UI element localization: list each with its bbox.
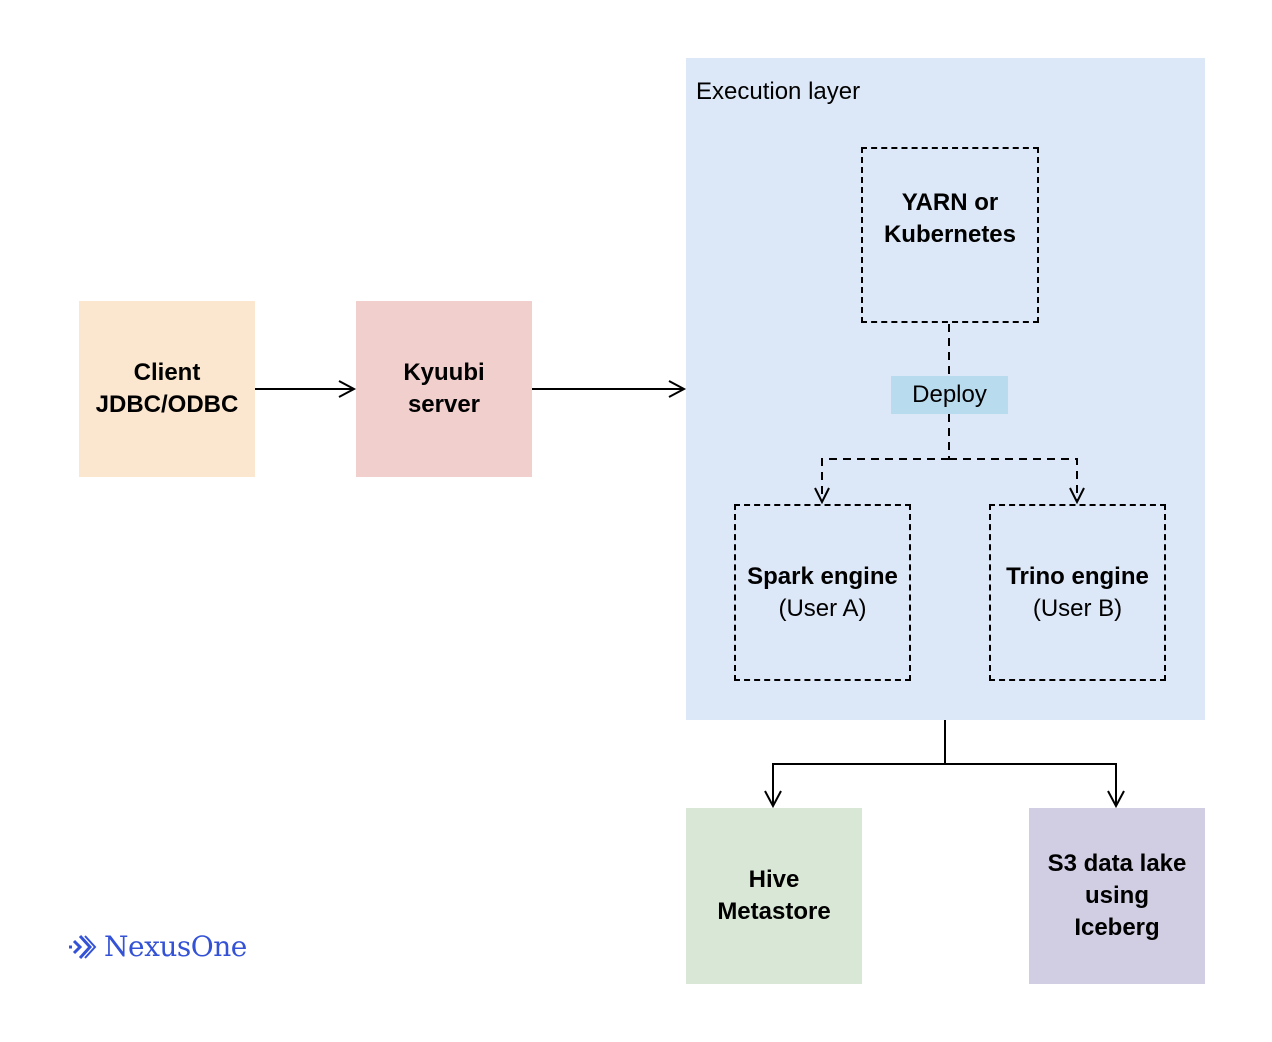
brand-name: NexusOne [104,930,247,963]
client-line-1: Client [133,359,201,386]
orchestrator-line-2: Kubernetes [883,221,1017,248]
trino-engine-node: Trino engine (User B) [989,504,1166,681]
s3-line-1: S3 data lake [1047,850,1187,877]
kyuubi-line-2: server [407,391,481,418]
hive-metastore-node: Hive Metastore [686,808,862,984]
arrowhead-deploy-trino [1069,487,1085,505]
arrowhead-execution-hive [764,790,782,809]
orchestrator-line-1: YARN or [901,189,999,216]
deploy-label: Deploy [891,376,1008,414]
arrowhead-kyuubi-execution [668,380,687,398]
kyuubi-server-node: Kyuubi server [356,301,532,477]
arrowhead-execution-s3 [1107,790,1125,809]
kyuubi-line-1: Kyuubi [403,359,485,386]
trino-title: Trino engine [1006,562,1149,590]
edge-execution-s3 [945,763,1117,806]
s3-line-2: using [1085,882,1149,909]
spark-subtitle: (User A) [778,594,867,622]
nexusone-logo-icon [69,934,97,959]
client-line-2: JDBC/ODBC [95,391,239,418]
hive-line-2: Metastore [717,898,831,925]
brand-logo: NexusOne [68,930,247,963]
client-node: Client JDBC/ODBC [79,301,255,477]
execution-layer-label: Execution layer [696,78,861,105]
hive-line-1: Hive [748,866,800,893]
trino-subtitle: (User B) [1032,594,1123,622]
edge-execution-hive [772,763,945,806]
spark-title: Spark engine [747,562,898,590]
orchestrator-node: YARN or Kubernetes [861,147,1039,323]
edge-deploy-trino [949,458,1078,502]
spark-engine-node: Spark engine (User A) [734,504,911,681]
s3-data-lake-node: S3 data lake using Iceberg [1029,808,1205,984]
edge-deploy-spark [821,458,949,502]
s3-line-3: Iceberg [1074,914,1160,941]
arrowhead-deploy-spark [814,487,830,505]
arrowhead-client-kyuubi [338,380,357,398]
